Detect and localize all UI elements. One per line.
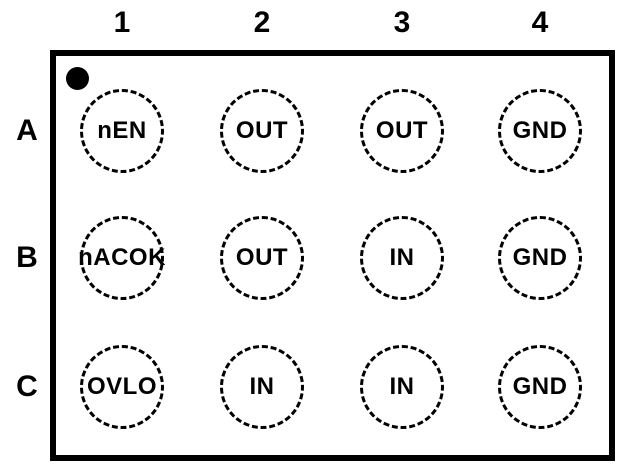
pin-A1: nEN — [80, 89, 164, 173]
pin-C3-label: IN — [389, 373, 415, 400]
pin1-indicator-icon — [66, 67, 89, 90]
pin-B1-label: nACOK — [78, 244, 166, 271]
pin-A4-label: GND — [512, 117, 568, 144]
pin-A3: OUT — [360, 89, 444, 173]
pin-B2: OUT — [220, 216, 304, 300]
pin-A4: GND — [498, 89, 582, 173]
pin-A2-label: OUT — [235, 117, 289, 144]
row-label-A: A — [16, 114, 38, 147]
column-label-4: 4 — [531, 6, 549, 39]
pin-A3-label: OUT — [375, 117, 429, 144]
column-label-1: 1 — [113, 6, 131, 39]
pin-B3-label: IN — [389, 244, 415, 271]
column-label-3: 3 — [393, 6, 411, 39]
pin-C1: OVLO — [80, 345, 164, 429]
row-label-C: C — [16, 370, 38, 403]
column-label-2: 2 — [253, 6, 271, 39]
pin-B2-label: OUT — [235, 244, 289, 271]
pin-C2-label: IN — [249, 373, 275, 400]
pin-C4-label: GND — [512, 373, 568, 400]
row-label-B: B — [16, 241, 38, 274]
pin-A1-label: nEN — [97, 117, 147, 144]
pin-C4: GND — [498, 345, 582, 429]
pin-B4-label: GND — [512, 244, 568, 271]
pin-B1: nACOK — [78, 216, 166, 300]
pin-C2: IN — [220, 345, 304, 429]
pin-A2: OUT — [220, 89, 304, 173]
pin-B3: IN — [360, 216, 444, 300]
pin-C3: IN — [360, 345, 444, 429]
pin-C1-label: OVLO — [86, 373, 157, 400]
pin-B4: GND — [498, 216, 582, 300]
